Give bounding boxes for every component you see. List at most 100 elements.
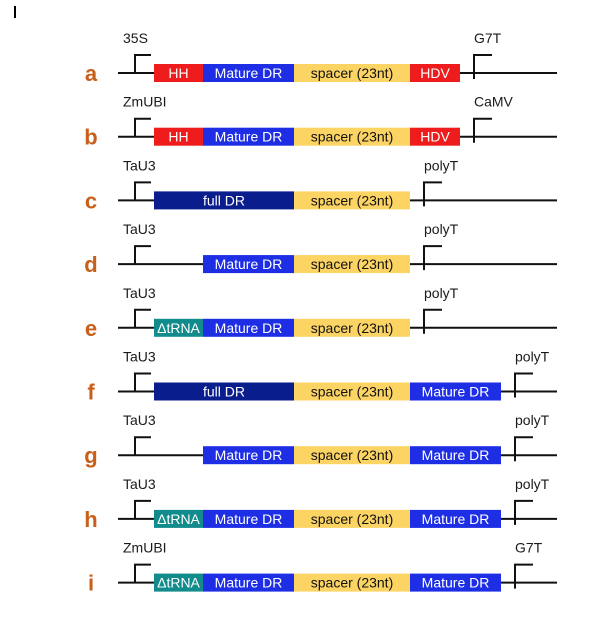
segment-label-HH: HH xyxy=(168,129,188,145)
segment-mature xyxy=(203,446,294,465)
segment-label-spacer: spacer (23nt) xyxy=(311,320,393,336)
segment-spacer xyxy=(294,446,410,465)
segment-label-full: full DR xyxy=(203,192,245,208)
promoter-arrow xyxy=(134,372,151,392)
row-letter-a: a xyxy=(85,61,98,86)
segment-label-mature: Mature DR xyxy=(215,320,283,336)
promoter-label: TaU3 xyxy=(123,285,156,301)
promoter-label: TaU3 xyxy=(123,412,156,428)
terminator-label: polyT xyxy=(424,285,459,301)
segment-spacer xyxy=(294,127,410,146)
segment-dtrna xyxy=(154,509,203,528)
segment-label-mature: Mature DR xyxy=(422,511,490,527)
segment-mature xyxy=(203,318,294,337)
segment-label-full: full DR xyxy=(203,384,245,400)
promoter-arrow xyxy=(134,436,151,456)
terminator-arrow xyxy=(423,181,442,207)
terminator-arrow xyxy=(423,308,442,334)
segment-label-mature: Mature DR xyxy=(215,447,283,463)
segment-HDV xyxy=(410,64,460,82)
segment-label-spacer: spacer (23nt) xyxy=(311,129,393,145)
segment-label-spacer: spacer (23nt) xyxy=(311,575,393,591)
segment-label-mature: Mature DR xyxy=(215,256,283,272)
segment-label-spacer: spacer (23nt) xyxy=(311,511,393,527)
promoter-label: ZmUBI xyxy=(123,94,167,110)
promoter-arrow xyxy=(134,54,151,73)
promoter-label: TaU3 xyxy=(123,476,156,492)
promoter-label: 35S xyxy=(123,30,148,46)
terminator-label: G7T xyxy=(515,540,543,556)
segment-dtrna xyxy=(154,573,203,592)
terminator-label: polyT xyxy=(515,476,550,492)
promoter-label: TaU3 xyxy=(123,157,156,173)
segment-label-mature: Mature DR xyxy=(215,65,283,81)
segment-label-dtrna: ΔtRNA xyxy=(157,320,200,336)
segment-spacer xyxy=(294,191,410,210)
segment-label-spacer: spacer (23nt) xyxy=(311,447,393,463)
terminator-arrow xyxy=(423,245,442,271)
segment-full xyxy=(154,191,294,210)
segment-mature xyxy=(410,509,501,528)
segment-mature xyxy=(203,64,294,82)
terminator-arrow xyxy=(473,117,492,143)
segment-label-spacer: spacer (23nt) xyxy=(311,65,393,81)
segment-mature xyxy=(410,446,501,465)
terminator-label: polyT xyxy=(515,412,550,428)
promoter-arrow xyxy=(134,117,151,137)
segment-spacer xyxy=(294,318,410,337)
terminator-arrow xyxy=(473,54,492,79)
segment-label-HDV: HDV xyxy=(420,129,450,145)
segment-mature xyxy=(203,573,294,592)
segment-spacer xyxy=(294,255,410,274)
segment-label-spacer: spacer (23nt) xyxy=(311,192,393,208)
row-letter-c: c xyxy=(85,188,97,213)
segment-dtrna xyxy=(154,318,203,337)
segment-label-spacer: spacer (23nt) xyxy=(311,256,393,272)
row-letter-b: b xyxy=(84,125,97,150)
promoter-label: TaU3 xyxy=(123,349,156,365)
segment-label-mature: Mature DR xyxy=(422,575,490,591)
promoter-label: ZmUBI xyxy=(123,540,167,556)
segment-label-mature: Mature DR xyxy=(422,447,490,463)
segment-label-HH: HH xyxy=(168,65,188,81)
segment-mature xyxy=(203,127,294,146)
row-letter-d: d xyxy=(84,252,97,277)
segment-label-dtrna: ΔtRNA xyxy=(157,575,200,591)
promoter-arrow xyxy=(134,499,151,519)
segment-label-mature: Mature DR xyxy=(422,384,490,400)
terminator-label: G7T xyxy=(474,30,502,46)
promoter-arrow xyxy=(134,308,151,328)
segment-label-mature: Mature DR xyxy=(215,575,283,591)
segment-label-mature: Mature DR xyxy=(215,511,283,527)
terminator-label: polyT xyxy=(424,157,459,173)
segment-mature xyxy=(203,509,294,528)
segment-label-mature: Mature DR xyxy=(215,129,283,145)
row-letter-h: h xyxy=(84,507,97,532)
segment-spacer xyxy=(294,509,410,528)
row-letter-g: g xyxy=(84,443,97,468)
terminator-arrow xyxy=(514,436,533,462)
segment-full xyxy=(154,382,294,401)
row-letter-i: i xyxy=(88,571,94,596)
segment-mature xyxy=(410,382,501,401)
segment-spacer xyxy=(294,64,410,82)
segment-label-HDV: HDV xyxy=(420,65,450,81)
terminator-arrow xyxy=(514,499,533,525)
promoter-arrow xyxy=(134,563,151,583)
segment-label-spacer: spacer (23nt) xyxy=(311,384,393,400)
segment-mature xyxy=(203,255,294,274)
segment-spacer xyxy=(294,573,410,592)
promoter-arrow xyxy=(134,181,151,201)
row-letter-e: e xyxy=(85,316,97,341)
segment-HH xyxy=(154,127,203,146)
promoter-label: TaU3 xyxy=(123,221,156,237)
row-letter-f: f xyxy=(87,380,95,405)
corner-tick xyxy=(14,6,16,18)
segment-label-dtrna: ΔtRNA xyxy=(157,511,200,527)
terminator-arrow xyxy=(514,563,533,589)
promoter-arrow xyxy=(134,245,151,265)
segment-HDV xyxy=(410,127,460,146)
terminator-label: CaMV xyxy=(474,94,514,110)
